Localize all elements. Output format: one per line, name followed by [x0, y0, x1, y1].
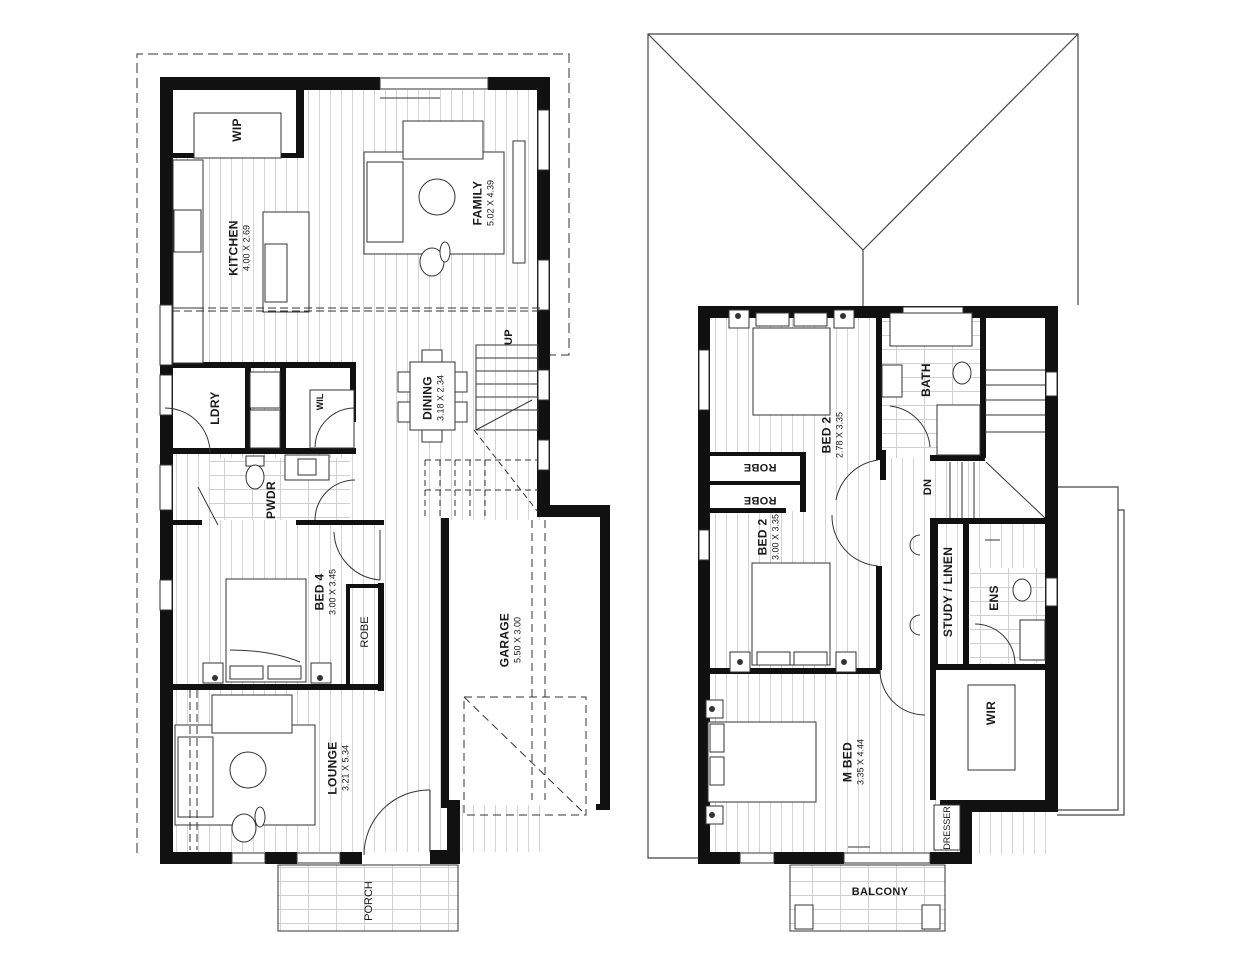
room-dims: 3.00 X 3.35	[769, 513, 780, 561]
room-label-lounge: LOUNGE 3.21 X 5.34	[323, 741, 350, 794]
stair-label-up: UP	[499, 329, 517, 345]
room-label-bed-2-lower: BED 2 3.00 X 3.35	[753, 514, 780, 560]
room-name: FAMILY	[470, 180, 485, 226]
room-name: WIP	[230, 118, 245, 142]
room-name: ROBE	[743, 460, 777, 473]
room-name: BED 4	[312, 573, 327, 611]
room-label-ens: ENS	[985, 585, 1003, 611]
room-dims: 4.00 X 2.69	[240, 224, 251, 272]
room-name: ROBE	[359, 616, 372, 648]
room-label-bath: BATH	[917, 363, 935, 397]
room-label-ldry: LDRY	[206, 391, 224, 424]
room-name: DINING	[420, 376, 435, 420]
first-floor	[647, 33, 1125, 932]
room-name: BED 2	[819, 416, 834, 454]
room-name: STUDY / LINEN	[941, 546, 956, 638]
room-name: PORCH	[363, 881, 376, 921]
room-dims: 3.00 X 3.45	[326, 568, 337, 616]
room-label-m-bed: M BED 3.35 X 4.44	[838, 739, 865, 785]
room-label-kitchen: KITCHEN 4.00 X 2.69	[224, 220, 251, 275]
room-name: WIL	[315, 393, 326, 411]
stair-direction: DN	[922, 478, 935, 496]
room-label-balcony: BALCONY	[852, 882, 909, 900]
room-dims: 3.21 X 5.34	[339, 744, 350, 792]
room-label-dresser: DRESSER	[937, 806, 955, 850]
room-label-garage: GARAGE 5.50 X 3.00	[495, 613, 522, 667]
room-name: BALCONY	[851, 886, 909, 899]
room-label-wil: WIL	[310, 394, 328, 411]
room-dims: 2.78 X 3.35	[833, 411, 844, 459]
room-name: BATH	[919, 363, 934, 397]
room-label-robe-1: ROBE	[744, 459, 777, 477]
room-dims: 3.35 X 4.44	[854, 738, 865, 786]
room-name: LDRY	[208, 391, 223, 425]
room-name: ROBE	[743, 493, 777, 506]
room-label-bed-2-upper: BED 2 2.78 X 3.35	[817, 412, 844, 458]
room-name: LOUNGE	[325, 741, 340, 795]
room-label-wir: WIR	[982, 701, 1000, 725]
room-label-wip: WIP	[228, 118, 246, 142]
room-name: M BED	[840, 741, 855, 783]
room-label-family: FAMILY 5.02 X 4.39	[468, 180, 495, 226]
stair-direction: UP	[503, 329, 516, 345]
room-name: GARAGE	[497, 612, 512, 668]
room-name: ENS	[987, 585, 1002, 611]
room-name: KITCHEN	[226, 220, 241, 276]
room-name: WIR	[984, 700, 999, 726]
room-name: PWDR	[264, 481, 279, 519]
stair-label-dn: DN	[918, 479, 936, 496]
room-label-pwdr: PWDR	[262, 481, 280, 519]
room-label-robe-2: ROBE	[744, 492, 777, 510]
room-label-porch: PORCH	[359, 881, 377, 921]
room-name: BED 2	[755, 518, 770, 556]
room-name: DRESSER	[942, 806, 953, 850]
room-dims: 3.18 X 2.34	[434, 374, 445, 422]
room-dims: 5.02 X 4.39	[484, 179, 495, 227]
room-dims: 5.50 X 3.00	[511, 616, 522, 664]
room-label-bed-4: BED 4 3.00 X 3.45	[310, 569, 337, 615]
room-label-dining: DINING 3.18 X 2.34	[418, 375, 445, 421]
room-label-study-linen: STUDY / LINEN	[939, 547, 957, 637]
room-label-robe: ROBE	[355, 616, 373, 647]
ground-floor	[136, 53, 610, 932]
